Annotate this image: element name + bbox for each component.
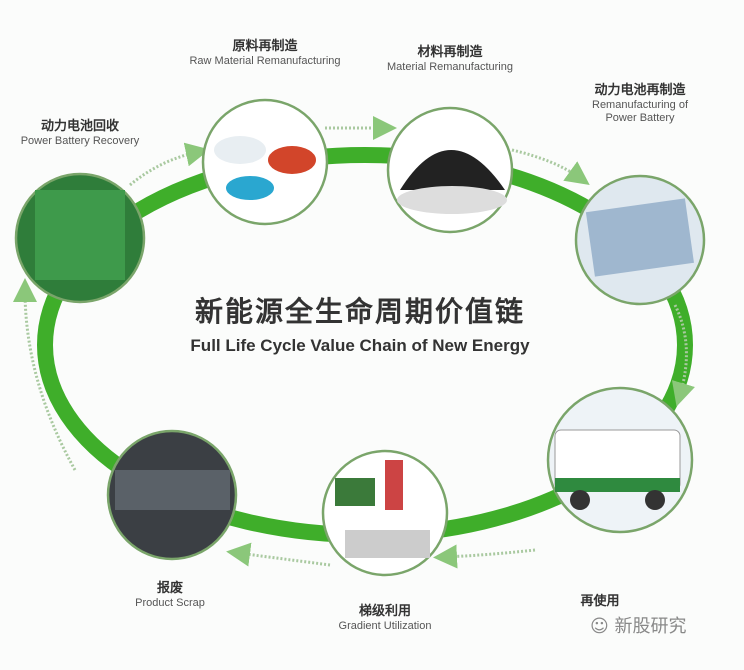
flow-arrow [511,148,590,186]
diagram-title: 新能源全生命周期价值链 Full Life Cycle Value Chain … [190,295,530,355]
stage-label-material: 材料再制造 Material Remanufacturing [387,45,513,73]
stage-label-battery: 动力电池再制造 Remanufacturing of Power Battery [592,83,688,124]
wechat-icon: ☺ [590,616,609,637]
flow-arrow [226,542,331,567]
flow-arrow [13,278,77,471]
flow-arrow [433,544,536,569]
flow-arrow [671,304,695,407]
stage-label-gradient: 梯级利用 Gradient Utilization [338,604,432,632]
stage-label-scrap: 报废 Product Scrap [135,581,205,609]
flow-arrow [129,142,210,187]
stage-label-reuse: 再使用 [580,594,620,609]
watermark: ☺ 新股研究 [590,616,687,637]
stage-label-recovery: 动力电池回收 Power Battery Recovery [20,119,140,147]
stage-label-raw-material: 原料再制造 Raw Material Remanufacturing [189,39,341,67]
